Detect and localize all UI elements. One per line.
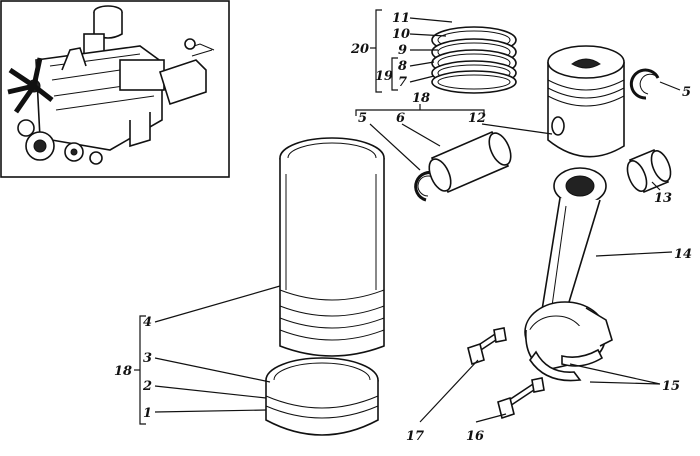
bracket-18-top bbox=[355, 104, 485, 116]
bracket-18-left bbox=[134, 315, 146, 425]
callout-19: 19 bbox=[375, 69, 393, 84]
engine-icon bbox=[7, 5, 215, 165]
bolt-16 bbox=[497, 377, 545, 420]
callout-12: 12 bbox=[468, 111, 486, 126]
piston bbox=[547, 45, 625, 158]
piston-ring-set bbox=[431, 26, 517, 94]
callout-10: 10 bbox=[392, 27, 410, 42]
bearing-shells bbox=[529, 348, 604, 382]
callout-5-right: 5 bbox=[682, 85, 691, 100]
callout-14: 14 bbox=[674, 247, 692, 262]
callout-13: 13 bbox=[654, 191, 672, 206]
callout-15: 15 bbox=[662, 379, 680, 394]
seal-rings bbox=[265, 357, 379, 436]
callout-11: 11 bbox=[392, 11, 410, 26]
callout-8: 8 bbox=[398, 59, 407, 74]
piston-pin bbox=[428, 130, 512, 194]
bracket-19 bbox=[391, 57, 398, 91]
callout-2: 2 bbox=[142, 379, 152, 394]
connecting-rod bbox=[524, 167, 613, 371]
callout-16: 16 bbox=[466, 429, 484, 444]
callout-18-left: 18 bbox=[114, 364, 132, 379]
callout-4: 4 bbox=[143, 315, 152, 330]
callout-3: 3 bbox=[143, 351, 152, 366]
connecting-rod-bushing bbox=[626, 148, 672, 194]
callout-20: 20 bbox=[350, 42, 369, 57]
callout-17: 17 bbox=[406, 429, 424, 444]
callout-6: 6 bbox=[396, 111, 405, 126]
callout-9: 9 bbox=[398, 43, 407, 58]
engine-inset bbox=[0, 0, 230, 178]
snap-ring-right bbox=[629, 68, 660, 100]
callout-1: 1 bbox=[143, 406, 152, 421]
bracket-20 bbox=[370, 9, 382, 93]
callout-18-top: 18 bbox=[412, 91, 430, 106]
callout-5-left: 5 bbox=[358, 111, 367, 126]
cylinder-liner bbox=[279, 137, 385, 357]
callout-7: 7 bbox=[398, 75, 407, 90]
bolt-17 bbox=[467, 327, 507, 366]
leader-lines bbox=[154, 17, 681, 423]
